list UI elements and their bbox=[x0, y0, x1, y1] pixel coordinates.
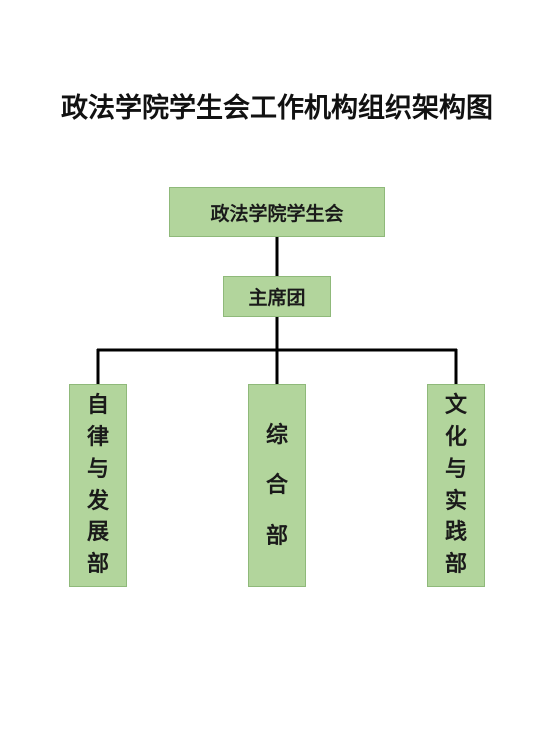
root-node-box: 政法学院学生会 bbox=[169, 187, 385, 237]
root-node-label: 政法学院学生会 bbox=[210, 202, 344, 225]
department-node-box-1: 自律与发展部 bbox=[69, 384, 127, 587]
presidium-node-box: 主席团 bbox=[223, 276, 331, 317]
department-node-label-3: 文化与实践部 bbox=[444, 391, 467, 578]
department-node-box-3: 文化与实践部 bbox=[427, 384, 485, 587]
department-node-box-2: 综合部 bbox=[248, 384, 306, 587]
chart-title: 政法学院学生会工作机构组织架构图 bbox=[61, 93, 493, 124]
department-node-label-1: 自律与发展部 bbox=[86, 391, 109, 578]
presidium-node-label: 主席团 bbox=[248, 287, 306, 309]
department-node-label-2: 综合部 bbox=[265, 421, 288, 549]
